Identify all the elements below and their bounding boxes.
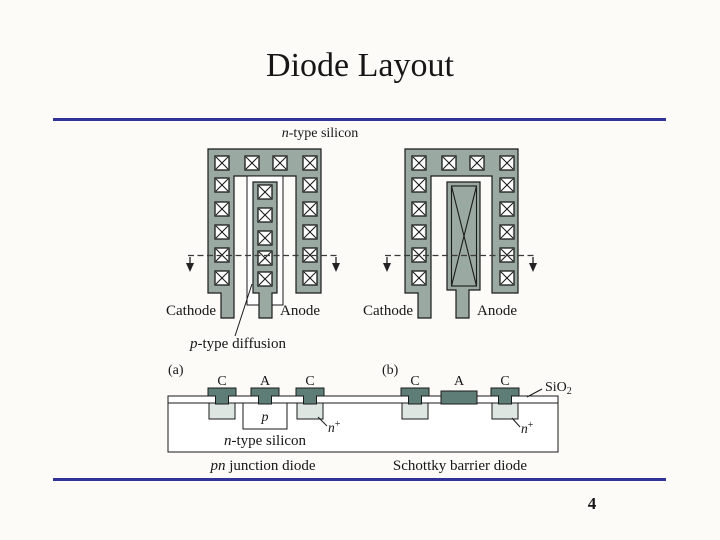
layout-b-large-contact bbox=[450, 185, 478, 287]
terminal-label: C bbox=[217, 374, 226, 389]
layout-b-tag: (b) bbox=[382, 363, 399, 378]
caption-pn-rest: junction diode bbox=[226, 458, 316, 474]
cross-section: p C A C C A C SiO2 n+ n+ n-type silicon … bbox=[167, 374, 572, 474]
contact-square bbox=[499, 270, 515, 286]
contact-square bbox=[499, 177, 515, 193]
slide-title: Diode Layout bbox=[266, 47, 454, 84]
oxide-label: SiO2 bbox=[545, 380, 572, 397]
cut-arrow-icon bbox=[331, 256, 341, 273]
contact-square bbox=[499, 224, 515, 240]
layout-a: Cathode Anode p-type diffusion (a) bbox=[166, 148, 341, 378]
nplus-region bbox=[401, 402, 429, 420]
oxide-label-sub: 2 bbox=[567, 386, 572, 397]
contact-square bbox=[411, 224, 427, 240]
substrate-label-italic: n bbox=[224, 433, 232, 449]
oxide-layer bbox=[167, 395, 559, 404]
contact-square bbox=[214, 224, 230, 240]
terminal-label: C bbox=[500, 374, 509, 389]
layout-b: Cathode Anode (b) bbox=[363, 148, 538, 378]
contact-square bbox=[411, 270, 427, 286]
layout-b-anode-label: Anode bbox=[477, 303, 517, 319]
contact-square bbox=[441, 155, 457, 171]
nplus-label-italic: n bbox=[521, 421, 528, 436]
nplus-leader-line bbox=[511, 417, 521, 428]
nplus-region bbox=[208, 402, 236, 420]
wafer-label-rest: -type silicon bbox=[289, 126, 359, 141]
nplus-region bbox=[296, 402, 324, 420]
top-rule bbox=[53, 118, 666, 121]
contact-square bbox=[411, 155, 427, 171]
diffusion-label-italic: p bbox=[189, 336, 198, 352]
nplus-label-italic: n bbox=[328, 420, 335, 435]
contact-square bbox=[257, 184, 273, 200]
contact-square bbox=[257, 207, 273, 223]
cut-arrow-icon bbox=[528, 256, 538, 273]
layout-a-cathode-label: Cathode bbox=[166, 303, 216, 319]
terminal-label: C bbox=[305, 374, 314, 389]
contact-square bbox=[214, 201, 230, 217]
contact-square bbox=[214, 270, 230, 286]
nplus-label-sup: + bbox=[335, 419, 341, 430]
contact-square bbox=[302, 224, 318, 240]
contact-square bbox=[257, 250, 273, 266]
cut-arrow-icon bbox=[185, 256, 195, 273]
contact-square bbox=[499, 155, 515, 171]
terminal-label: A bbox=[454, 374, 465, 389]
terminal-label: C bbox=[410, 374, 419, 389]
contact-square bbox=[244, 155, 260, 171]
layout-a-anode-label: Anode bbox=[280, 303, 320, 319]
large-contact-diagonal bbox=[450, 185, 478, 287]
p-well-label: p bbox=[261, 410, 269, 425]
oxide-label-base: SiO bbox=[545, 380, 567, 395]
caption-schottky-diode: Schottky barrier diode bbox=[393, 458, 527, 474]
contact-square bbox=[411, 177, 427, 193]
contact-square bbox=[499, 201, 515, 217]
nplus-label: n+ bbox=[328, 419, 341, 435]
diffusion-label: p-type diffusion bbox=[189, 336, 286, 352]
nplus-label: n+ bbox=[521, 420, 534, 436]
page-number: 4 bbox=[588, 494, 597, 513]
contact-square bbox=[214, 155, 230, 171]
schottky-anode-contact bbox=[440, 390, 478, 405]
contact-square bbox=[411, 201, 427, 217]
contact-square bbox=[469, 155, 485, 171]
contact-square bbox=[214, 177, 230, 193]
substrate-label-rest: -type silicon bbox=[231, 433, 306, 449]
layout-b-anode-plate bbox=[446, 181, 481, 319]
p-well bbox=[242, 402, 288, 430]
oxide-leader-line bbox=[526, 388, 543, 398]
substrate-label: n-type silicon bbox=[224, 433, 307, 449]
diffusion-leader-line bbox=[234, 283, 253, 337]
caption-pn-diode: pn junction diode bbox=[210, 458, 316, 474]
wafer-label-italic: n bbox=[282, 126, 289, 141]
bottom-rule bbox=[53, 478, 666, 481]
layout-a-tag: (a) bbox=[168, 363, 184, 378]
contact-square bbox=[257, 271, 273, 287]
contact-square bbox=[302, 201, 318, 217]
nplus-label-sup: + bbox=[528, 420, 534, 431]
terminal-label: A bbox=[260, 374, 271, 389]
layout-b-cathode-label: Cathode bbox=[363, 303, 413, 319]
cut-arrow-icon bbox=[382, 256, 392, 273]
caption-pn-italic: pn bbox=[210, 458, 226, 474]
nplus-leader-line bbox=[317, 416, 328, 427]
contact-square bbox=[302, 177, 318, 193]
contact-square bbox=[272, 155, 288, 171]
nplus-region bbox=[491, 402, 519, 420]
contact-square bbox=[302, 155, 318, 171]
wafer-label: n-type silicon bbox=[282, 126, 359, 141]
contact-square bbox=[257, 230, 273, 246]
contact-square bbox=[302, 270, 318, 286]
diffusion-label-rest: -type diffusion bbox=[198, 336, 287, 352]
